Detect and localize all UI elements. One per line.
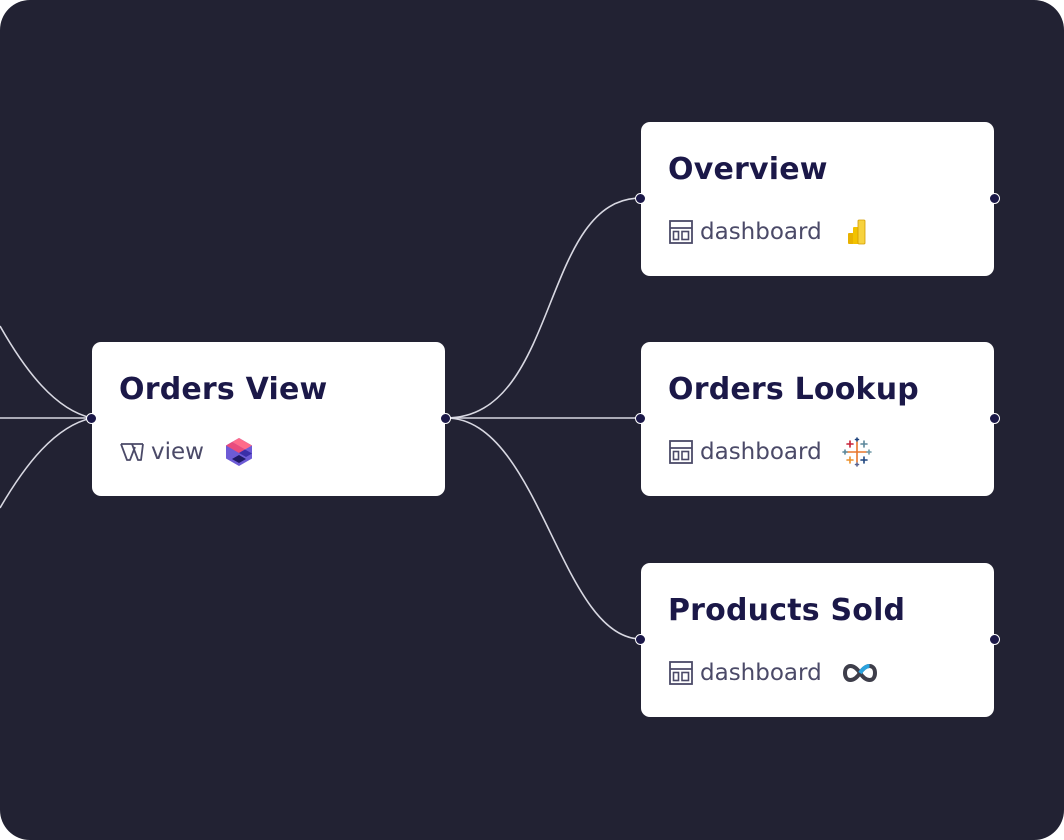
input-port[interactable] (635, 193, 646, 204)
node-type-label: view (151, 439, 204, 465)
node-meta: dashboard (668, 658, 878, 688)
tableau-icon (841, 437, 872, 467)
input-port[interactable] (635, 413, 646, 424)
node-title: Orders Lookup (668, 372, 919, 407)
input-port[interactable] (635, 634, 646, 645)
dbt-icon (225, 438, 252, 466)
node-orders-lookup[interactable]: Orders Lookup dashboard (635, 342, 1000, 496)
output-port[interactable] (989, 193, 1000, 204)
node-overview[interactable]: Overview dashboard (635, 122, 1000, 276)
node-type-label: dashboard (700, 219, 822, 245)
node-type-label: dashboard (700, 439, 822, 465)
node-meta: dashboard (668, 437, 872, 467)
output-port[interactable] (989, 413, 1000, 424)
node-meta: view (119, 437, 254, 467)
edge-upstream-top (0, 325, 93, 419)
output-port[interactable] (989, 634, 1000, 645)
node-title: Overview (668, 152, 828, 187)
edge-upstream-bottom (0, 417, 93, 509)
dashboard-icon (669, 661, 693, 685)
node-orders-view[interactable]: Orders View view (86, 342, 451, 496)
dashboard-icon (669, 440, 693, 464)
output-port[interactable] (440, 413, 451, 424)
dashboard-icon (669, 220, 693, 244)
edge-orders-view-to-products-sold (445, 417, 642, 640)
node-meta: dashboard (668, 217, 872, 247)
node-title: Products Sold (668, 593, 906, 628)
looker-icon (842, 663, 877, 683)
node-products-sold[interactable]: Products Sold dashboard (635, 563, 1000, 717)
node-title: Orders View (119, 372, 328, 407)
power-bi-icon (847, 219, 866, 245)
view-icon (120, 443, 144, 461)
edge-orders-view-to-overview (445, 197, 642, 419)
input-port[interactable] (86, 413, 97, 424)
node-type-label: dashboard (700, 660, 822, 686)
